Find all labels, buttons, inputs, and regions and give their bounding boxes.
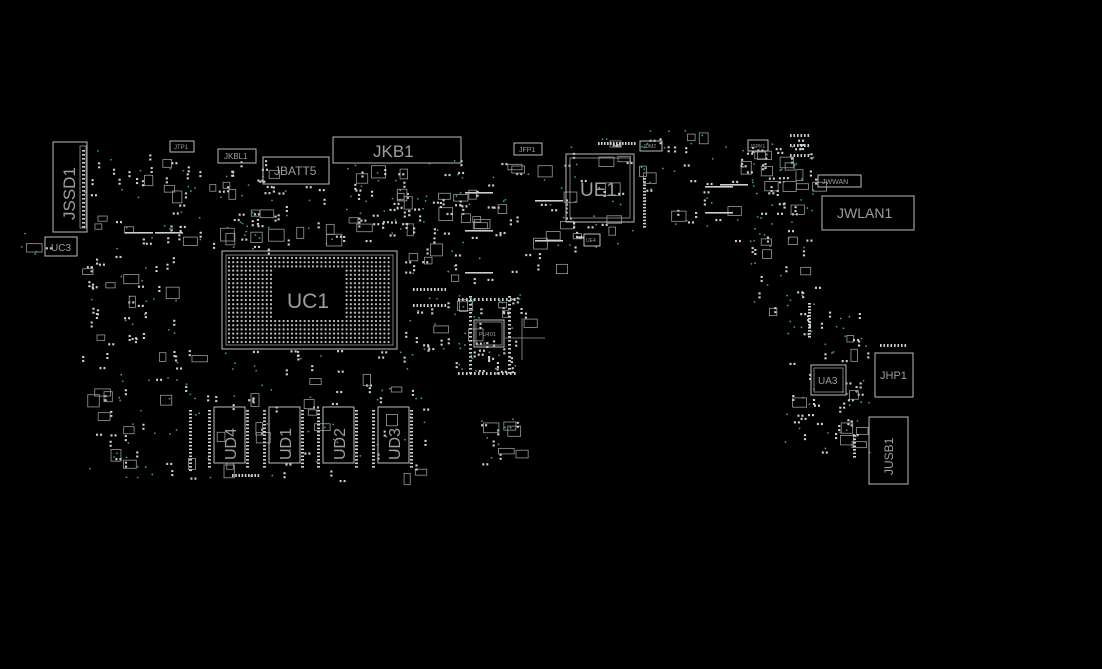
jkbl1-label: JKBL1 [224, 152, 248, 161]
jusb1-label: JUSB1 [882, 437, 896, 475]
jwlan1-label: JWLAN1 [837, 205, 892, 221]
connector-jwlan1[interactable]: JWLAN1 [821, 195, 915, 231]
uc3-label: UC3 [51, 243, 71, 254]
ud2-label: UD2 [332, 428, 349, 460]
chip-uc1[interactable]: UC1 [221, 250, 398, 350]
connector-jhp1[interactable]: JHP1 [874, 352, 914, 398]
chip-ue4[interactable]: UE4 [583, 233, 601, 247]
chip-ue1[interactable]: UE1 [565, 153, 635, 223]
connector-jdm2[interactable]: JDM2 [639, 140, 663, 152]
jdm2-label: JDM2 [643, 144, 656, 150]
jwwan-label: JWWAN [822, 179, 848, 186]
chip-ud1[interactable]: UD1 [268, 406, 301, 464]
ud1-label: UD1 [278, 428, 295, 460]
chip-pu401[interactable]: PU401 [473, 318, 545, 360]
uc1-ball-grid [227, 256, 390, 344]
ud3-label: UD3 [387, 428, 404, 460]
chip-ua3[interactable]: UA3 [810, 364, 847, 396]
ua3-label: UA3 [818, 376, 838, 387]
connector-jkbl1[interactable]: JKBL1 [217, 148, 257, 164]
jbatt5-label: JBATT5 [274, 164, 317, 178]
jfp1-label: JFP1 [519, 147, 535, 154]
connector-jwwan[interactable]: JWWAN [817, 174, 862, 188]
connector-jspk1[interactable]: JSPK1 [747, 139, 769, 152]
connector-jusb1[interactable]: JUSB1 [868, 416, 909, 485]
chip-ud2[interactable]: UD2 [322, 406, 355, 464]
connector-jbatt5[interactable]: JBATT5 [262, 156, 330, 185]
pu401-label: PU401 [479, 332, 496, 338]
jspk1-label: JSPK1 [750, 144, 766, 150]
jkb1-label: JKB1 [373, 142, 414, 161]
chip-ud3[interactable]: UD3 [377, 406, 410, 464]
chip-ud4[interactable]: UD4 [213, 406, 246, 464]
jtp1-label: JTP1 [174, 145, 189, 151]
ud4-label: UD4 [223, 428, 240, 460]
chip-uc3[interactable]: UC3 [44, 236, 78, 257]
uc1-label: UC1 [287, 290, 329, 313]
jhp1-label: JHP1 [880, 370, 907, 382]
jssd1-label: JSSD1 [60, 167, 79, 220]
connector-jtp1[interactable]: JTP1 [169, 140, 195, 153]
connector-jkb1[interactable]: JKB1 [332, 136, 462, 164]
connector-jssd1[interactable]: JSSD1 [52, 141, 88, 233]
ue1-label: UE1 [580, 180, 617, 201]
connector-jfp1[interactable]: JFP1 [513, 142, 543, 156]
ue4-label: UE4 [586, 238, 596, 244]
small-components [20, 129, 907, 486]
